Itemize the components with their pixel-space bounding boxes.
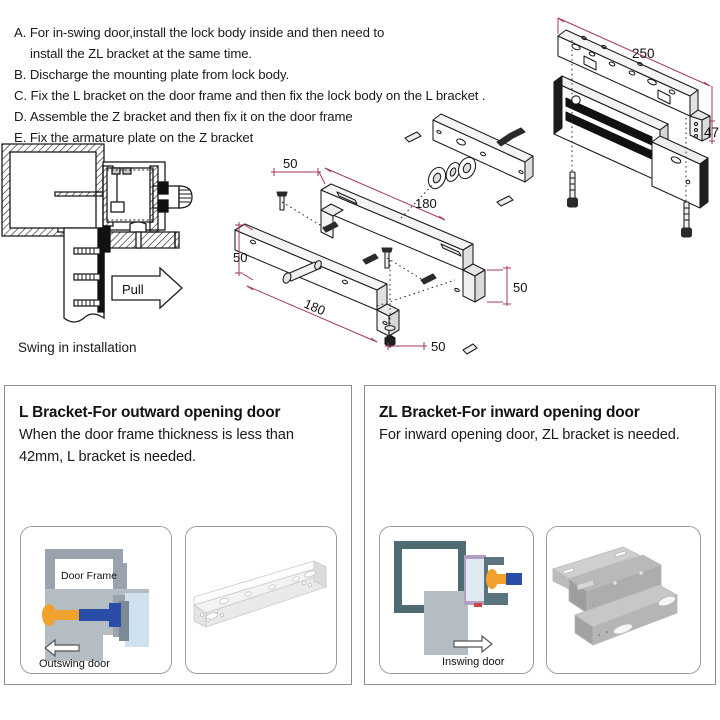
- instruction-line-a2: install the ZL bracket at the same time.: [30, 46, 252, 61]
- panel-l-body: When the door frame thickness is less th…: [19, 427, 294, 465]
- outswing-door-illustration: Outswing door Door Frame: [19, 526, 172, 674]
- dimension-47-label: 47: [704, 125, 719, 140]
- dimension-bottom-50-label: 50: [431, 339, 445, 354]
- panel-l-title: L Bracket-For outward opening door: [19, 404, 281, 421]
- dimension-250-label: 250: [632, 46, 655, 61]
- panel-zl-body: For inward opening door, ZL bracket is n…: [379, 427, 680, 443]
- zl-bracket-exploded-drawing: 50 50 180 180 50 50: [225, 110, 545, 370]
- instruction-line-e: E. Fix the armature plate on the Z brack…: [14, 130, 254, 145]
- maglock-l-bracket-drawing: 250 47: [540, 0, 720, 245]
- dimension-left-50-label: 50: [233, 250, 247, 265]
- panel-l-bracket: L Bracket-For outward opening door When …: [4, 385, 352, 685]
- instruction-list: A. For in-swing door,install the lock bo…: [14, 22, 486, 148]
- instruction-line-b: B. Discharge the mounting plate from loc…: [14, 67, 290, 82]
- dimension-right-50-label: 50: [513, 280, 527, 295]
- instruction-line-a: A. For in-swing door,install the lock bo…: [14, 25, 385, 40]
- instruction-line-d: D. Assemble the Z bracket and then fix i…: [14, 109, 353, 124]
- panel-zl-bracket: ZL Bracket-For inward opening door For i…: [364, 385, 716, 685]
- swing-in-section-drawing: Pull: [0, 140, 215, 360]
- pull-arrow-label: Pull: [122, 282, 144, 297]
- inswing-door-label: Inswing door: [442, 656, 505, 668]
- l-bracket-photo: [184, 526, 337, 674]
- dimension-top-50-label: 50: [283, 156, 297, 171]
- zl-bracket-photo: [546, 526, 701, 674]
- swing-in-installation-caption: Swing in installation: [18, 340, 137, 355]
- outswing-door-label: Outswing door: [39, 658, 110, 670]
- panel-zl-title: ZL Bracket-For inward opening door: [379, 404, 640, 421]
- panel-zl-thumbnails: Inswing door: [365, 526, 715, 674]
- inswing-door-illustration: Inswing door: [379, 526, 534, 674]
- instruction-line-c: C. Fix the L bracket on the door frame a…: [14, 88, 486, 103]
- door-frame-label: Door Frame: [61, 570, 117, 582]
- panel-l-thumbnails: Outswing door Door Frame: [5, 526, 351, 674]
- dimension-lower-180-label: 180: [302, 296, 328, 318]
- dimension-upper-180-label: 180: [415, 196, 437, 211]
